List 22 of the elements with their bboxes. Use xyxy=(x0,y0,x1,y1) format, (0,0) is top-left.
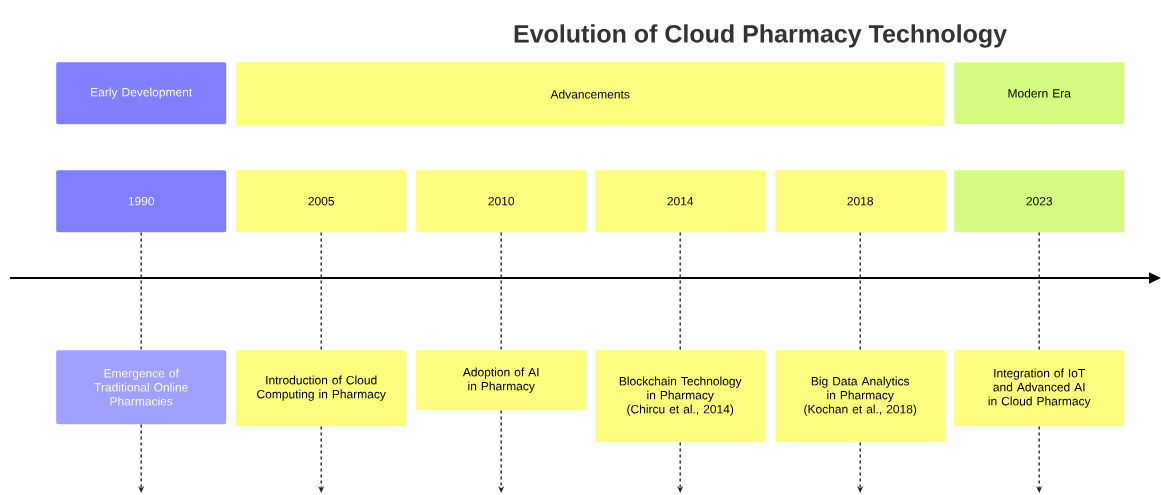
year-box: 1990 xyxy=(56,170,227,233)
event-box: Adoption of AI in Pharmacy xyxy=(416,350,587,411)
title: Evolution of Cloud Pharmacy Technology xyxy=(514,24,1007,48)
period-box: Advancements xyxy=(236,62,945,127)
event-box: Blockchain Technology in Pharmacy (Chircu et al., 2014) xyxy=(595,350,766,443)
event-box: Introduction of Cloud Computing in Pharmacy xyxy=(236,350,407,427)
connector xyxy=(859,231,861,351)
year-box: 2014 xyxy=(595,170,766,233)
year-box: 2018 xyxy=(775,170,946,233)
connector xyxy=(500,231,502,351)
period-box: Modern Era xyxy=(954,62,1125,125)
connector xyxy=(1038,231,1040,351)
event-box: Emergence of Traditional Online Pharmacies xyxy=(56,350,227,425)
period-box: Early Development xyxy=(56,62,227,125)
connector xyxy=(140,231,142,351)
year-box: 2005 xyxy=(236,170,407,233)
event-box: Integration of IoT and Advanced AI in Cloud Pharmacy xyxy=(954,350,1125,427)
year-box: 2023 xyxy=(954,170,1125,233)
event-box: Big Data Analytics in Pharmacy (Kochan et al., 2018) xyxy=(775,350,946,443)
connector xyxy=(679,231,681,351)
year-box: 2010 xyxy=(416,170,587,233)
connector xyxy=(320,231,322,351)
